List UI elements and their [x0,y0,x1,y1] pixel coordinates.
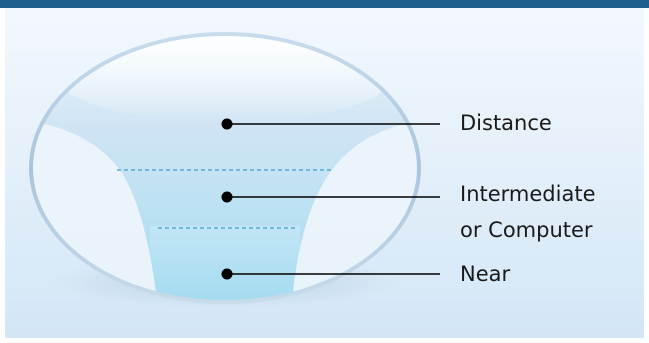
distance-label: Distance [460,111,552,136]
computer-label: or Computer [460,218,593,243]
intermediate-label: Intermediate [460,182,596,207]
near-label: Near [460,262,510,287]
